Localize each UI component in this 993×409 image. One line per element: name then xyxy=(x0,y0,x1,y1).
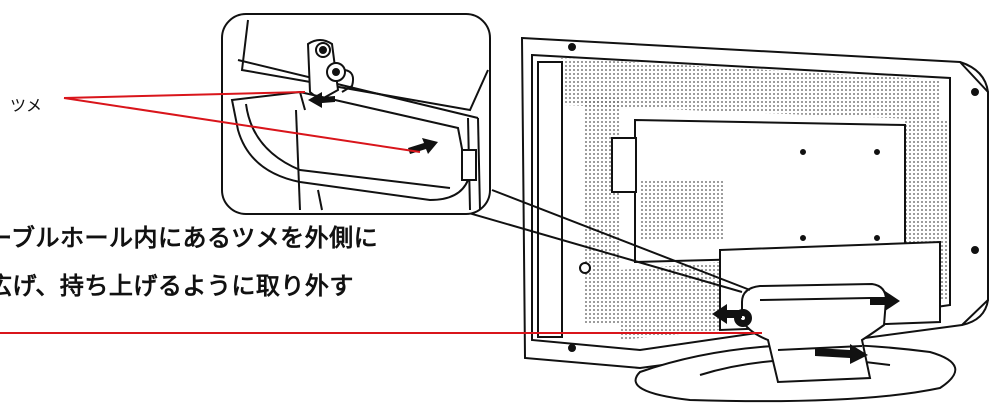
vent-top xyxy=(560,58,940,120)
tab-callout-label: ツメ xyxy=(10,96,43,115)
leader-to-upper-tab xyxy=(63,91,306,99)
arrow-down-right-icon xyxy=(815,344,868,364)
arrow-right-icon xyxy=(870,291,900,311)
side-handle xyxy=(611,137,637,193)
leader-to-lower-tab xyxy=(63,97,421,153)
left-rail xyxy=(537,61,563,338)
vent-left xyxy=(585,96,620,325)
zoom-inset xyxy=(221,13,751,293)
inset-arrow-left-icon xyxy=(308,92,335,108)
direction-arrows xyxy=(712,291,900,364)
instruction-line-1: ーブルホール内にあるツメを外側に xyxy=(0,224,379,252)
inset-detail xyxy=(230,19,489,211)
arrow-left-icon xyxy=(712,304,742,324)
instruction-line-2: 広げ、持ち上げるように取り外す xyxy=(0,272,354,300)
inset-arrow-right-icon xyxy=(408,138,438,154)
tv-back xyxy=(520,36,989,370)
leader-lines xyxy=(0,91,762,334)
vent-bottom xyxy=(620,262,720,340)
inset-connector-2 xyxy=(491,189,751,291)
